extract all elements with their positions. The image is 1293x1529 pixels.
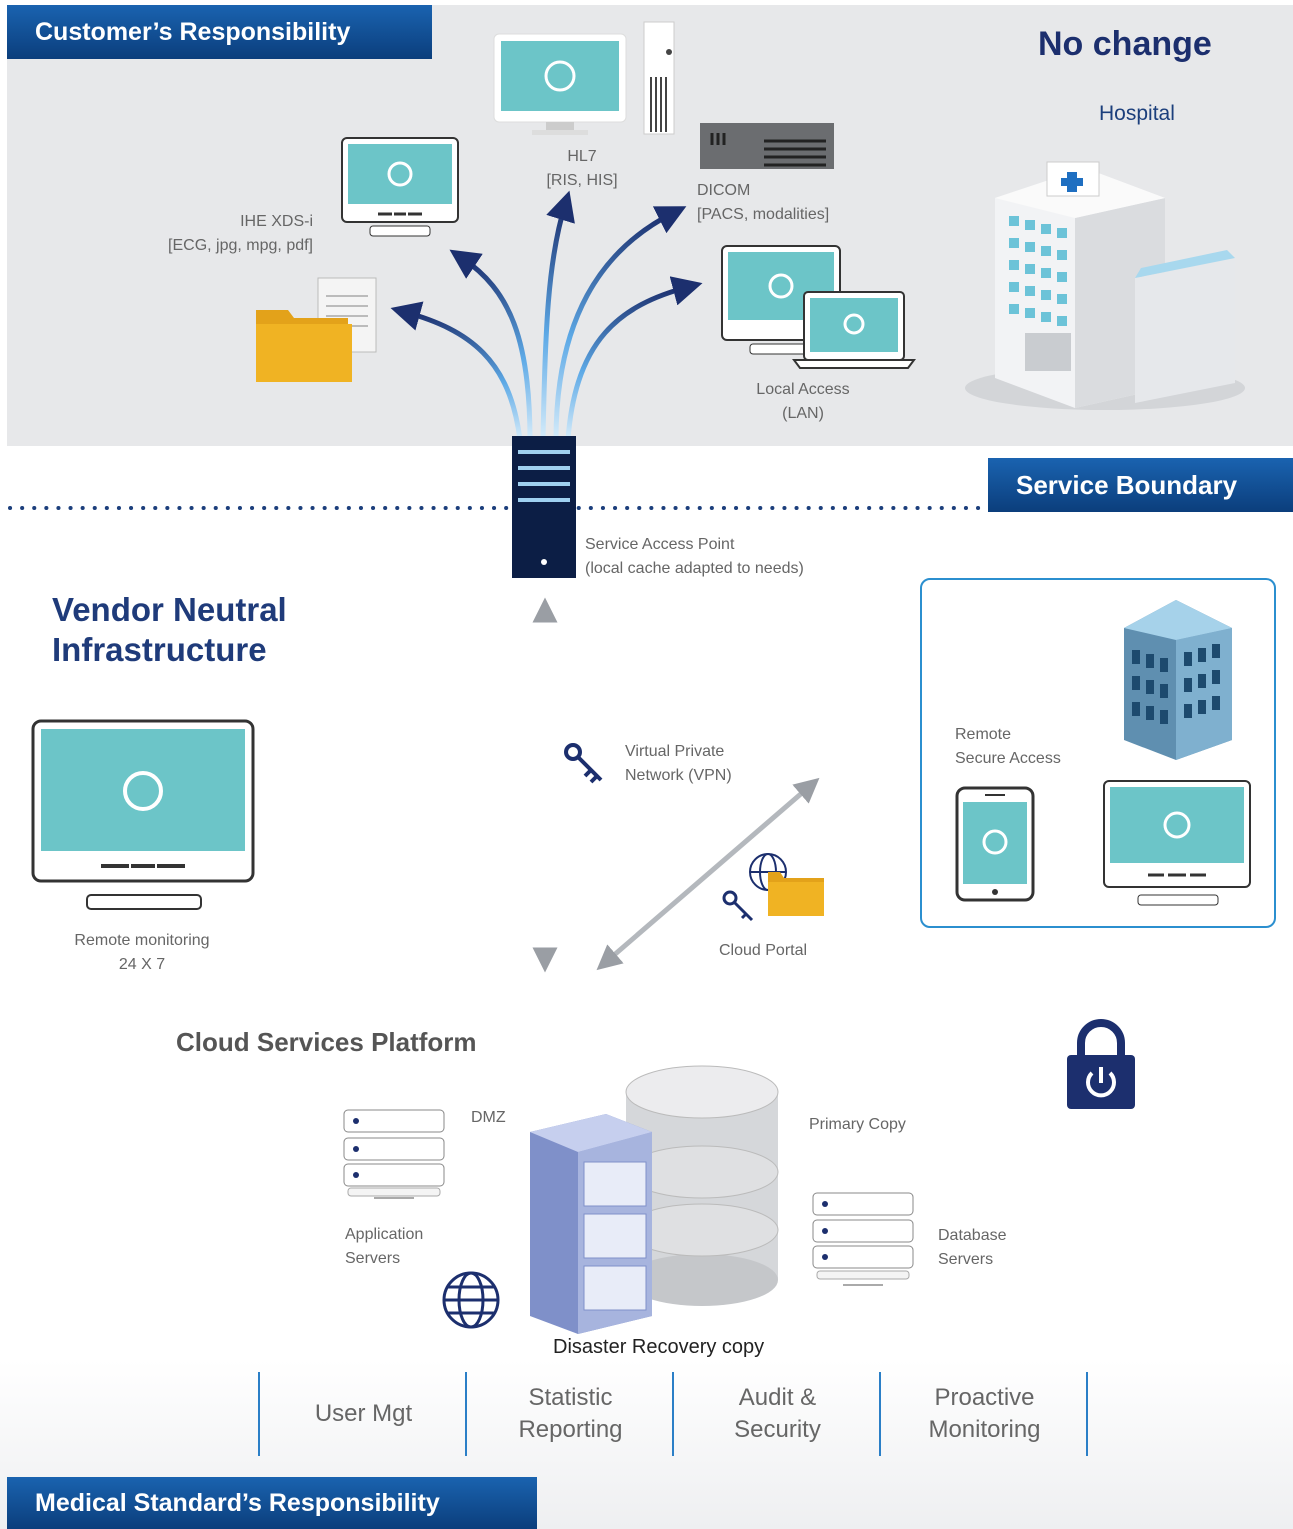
hl7-line-1: HL7 xyxy=(567,148,597,165)
service-line-1: Statistic xyxy=(528,1384,613,1411)
medical-responsibility-tag: Medical Standard’s Responsibility xyxy=(7,1477,537,1529)
service-line-2: Reporting xyxy=(518,1416,623,1443)
hl7-line-2: [RIS, HIS] xyxy=(546,172,618,189)
column-divider xyxy=(1086,1372,1088,1456)
service-line-2: Monitoring xyxy=(928,1416,1041,1443)
app-line-1: Application xyxy=(345,1226,424,1243)
column-divider xyxy=(672,1372,674,1456)
arrow-to-local xyxy=(565,276,703,443)
local-access-label: Local Access (LAN) xyxy=(733,378,873,426)
column-divider xyxy=(879,1372,881,1456)
arrow-to-folder xyxy=(390,301,523,443)
cloud-portal-label: Cloud Portal xyxy=(719,942,808,959)
arrow-to-ihe xyxy=(449,249,533,443)
sap-line-1: Service Access Point xyxy=(585,536,735,553)
tablet-icon xyxy=(955,786,1035,902)
service-audit-security: Audit & Security xyxy=(674,1372,881,1456)
service-line-2: Security xyxy=(734,1416,821,1443)
sap-label: Service Access Point (local cache adapte… xyxy=(585,533,804,581)
database-servers-icon xyxy=(812,1192,914,1286)
remote-access-label: Remote Secure Access xyxy=(955,723,1061,771)
db-line-2: Servers xyxy=(938,1251,994,1268)
service-line-1: User Mgt xyxy=(314,1400,413,1427)
ihe-line-2: [ECG, jpg, mpg, pdf] xyxy=(168,237,313,254)
arrow-to-dicom xyxy=(553,206,687,443)
no-change-heading: No change xyxy=(1038,25,1212,63)
service-line-1: Proactive xyxy=(934,1384,1035,1411)
globe-icon xyxy=(442,1271,500,1329)
application-servers-icon xyxy=(343,1109,445,1199)
dicom-device-icon xyxy=(700,123,834,169)
diagonal-double-arrow xyxy=(596,777,820,971)
database-servers-label: Database Servers xyxy=(938,1224,1007,1272)
local-access-devices-icon xyxy=(721,245,916,369)
ihe-line-1: IHE XDS-i xyxy=(240,213,313,230)
monitor-line-1: Remote monitoring xyxy=(74,932,210,949)
app-line-2: Servers xyxy=(345,1250,401,1267)
column-divider xyxy=(258,1372,260,1456)
service-boundary-tag: Service Boundary xyxy=(988,458,1293,512)
arrow-to-hl7 xyxy=(540,190,575,443)
office-building-icon xyxy=(1124,600,1232,760)
lock-power-icon xyxy=(1067,1019,1135,1109)
remote-line-2: Secure Access xyxy=(955,750,1061,767)
vendor-line-2: Infrastructure xyxy=(52,631,267,668)
dmz-label: DMZ xyxy=(471,1109,506,1126)
local-line-2: (LAN) xyxy=(782,405,824,422)
db-line-1: Database xyxy=(938,1227,1007,1244)
hospital-label: Hospital xyxy=(1099,102,1175,125)
local-line-1: Local Access xyxy=(756,381,850,398)
ihe-label: IHE XDS-i [ECG, jpg, mpg, pdf] xyxy=(150,210,313,258)
column-divider xyxy=(465,1372,467,1456)
database-rack-icon xyxy=(530,1065,779,1334)
remote-monitoring-workstation-icon xyxy=(31,719,255,910)
vpn-key-icon xyxy=(564,743,603,784)
vpn-line-2: Network (VPN) xyxy=(625,767,732,784)
monitor-line-2: 24 X 7 xyxy=(118,956,166,973)
vendor-line-1: Vendor Neutral xyxy=(52,591,287,628)
service-user-mgt: User Mgt xyxy=(260,1372,467,1456)
dicom-line-2: [PACS, modalities] xyxy=(697,206,830,223)
dicom-label: DICOM [PACS, modalities] xyxy=(697,179,829,227)
primary-copy-label: Primary Copy xyxy=(809,1116,906,1133)
vpn-line-1: Virtual Private xyxy=(625,743,725,760)
hl7-label: HL7 [RIS, HIS] xyxy=(522,145,642,193)
service-access-point-server-icon xyxy=(512,436,576,578)
sap-line-2: (local cache adapted to needs) xyxy=(585,560,804,577)
dicom-line-1: DICOM xyxy=(697,182,751,199)
application-servers-label: Application Servers xyxy=(345,1223,423,1271)
remote-monitoring-label: Remote monitoring 24 X 7 xyxy=(52,929,232,977)
hospital-icon xyxy=(965,161,1245,410)
hl7-workstation-icon xyxy=(493,21,675,135)
vpn-label: Virtual Private Network (VPN) xyxy=(625,740,732,788)
vendor-neutral-heading: Vendor Neutral Infrastructure xyxy=(52,590,287,670)
disaster-recovery-label: Disaster Recovery copy xyxy=(553,1336,765,1358)
ihe-workstation-icon xyxy=(341,137,459,237)
remote-secure-access-box xyxy=(920,578,1276,928)
customer-responsibility-tag: Customer’s Responsibility xyxy=(7,5,432,59)
remote-line-1: Remote xyxy=(955,726,1012,743)
cloud-portal-icon xyxy=(722,853,824,922)
cloud-platform-heading: Cloud Services Platform xyxy=(176,1027,477,1057)
remote-desktop-icon xyxy=(1103,780,1251,906)
service-line-1: Audit & xyxy=(738,1384,817,1411)
folder-document-icon xyxy=(256,277,377,382)
